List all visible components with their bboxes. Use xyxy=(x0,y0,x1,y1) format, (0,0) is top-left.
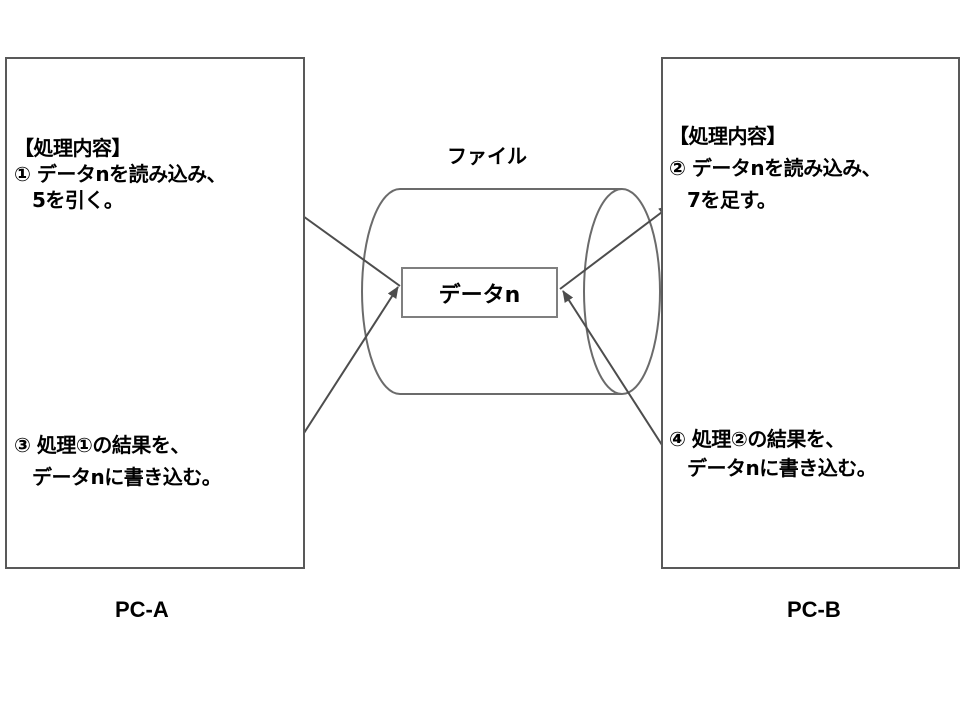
arrow-read-to-pc-b xyxy=(559,205,671,290)
cylinder-end-face xyxy=(583,188,661,395)
pc-b-heading: 【処理内容】 xyxy=(669,124,787,148)
pc-b-label: PC-B xyxy=(787,597,841,622)
cylinder-body xyxy=(361,188,622,395)
pc-b-step4-line2: データnに書き込む。 xyxy=(687,456,877,480)
arrow-write-from-pc-b xyxy=(562,290,672,460)
pc-a-box xyxy=(5,57,305,569)
pc-b-step4-line1: ④ 処理②の結果を、 xyxy=(669,427,845,451)
data-n-box: データn xyxy=(401,267,558,318)
pc-a-label: PC-A xyxy=(115,597,169,622)
data-n-label: データn xyxy=(438,282,521,308)
pc-b-box xyxy=(661,57,960,569)
pc-a-heading: 【処理内容】 xyxy=(14,136,132,160)
pc-a-step3-line1: ③ 処理①の結果を、 xyxy=(14,433,190,457)
arrow-read-to-pc-a xyxy=(288,205,401,287)
pc-b-step2-line1: ② データnを読み込み、 xyxy=(669,156,882,180)
pc-a-step1-line1: ① データnを読み込み、 xyxy=(14,162,227,186)
pc-a-step1-line2: 5を引く。 xyxy=(32,188,124,212)
pc-b-step2-line2: 7を足す。 xyxy=(687,188,777,212)
pc-a-step3-line2: データnに書き込む。 xyxy=(32,465,222,489)
file-label: ファイル xyxy=(447,144,527,168)
file-cylinder xyxy=(361,188,661,395)
